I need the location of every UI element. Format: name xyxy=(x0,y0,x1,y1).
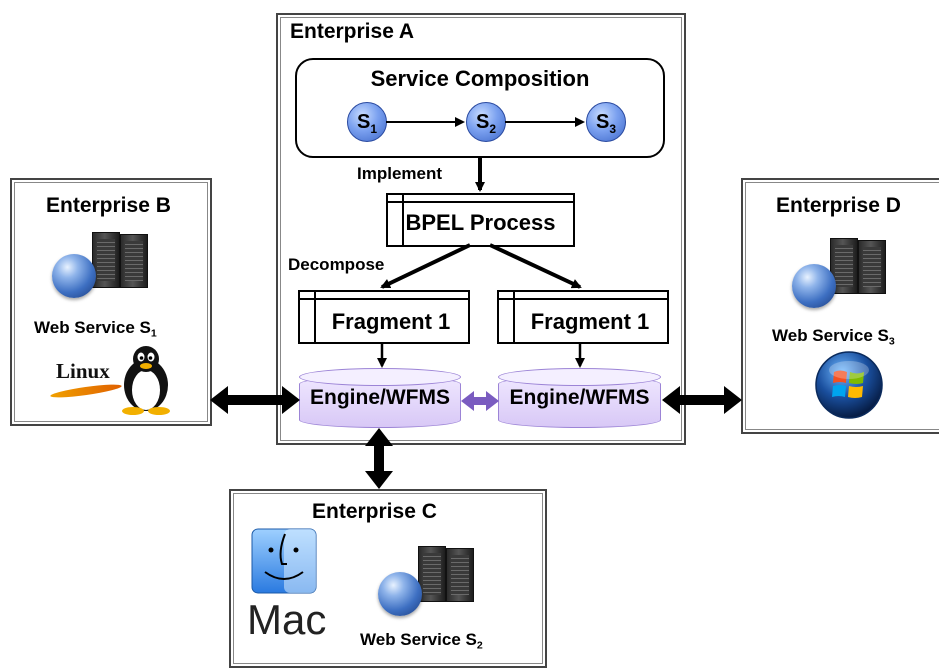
web-service-s1-label: Web Service S1 xyxy=(34,318,157,340)
engine-left: Engine/WFMS xyxy=(299,368,461,428)
bpel-top-line xyxy=(388,201,573,203)
tux-penguin-icon xyxy=(122,346,170,415)
decompose-label: Decompose xyxy=(288,255,385,274)
globe-icon xyxy=(52,254,96,298)
web-service-s2-sub: 2 xyxy=(476,639,483,652)
service-node-s3: S3 xyxy=(586,102,626,142)
implement-label: Implement xyxy=(357,164,443,183)
fragment-right-bar xyxy=(513,292,515,342)
web-service-s2-text: Web Service S xyxy=(360,630,477,649)
service-node-s2-sub: 2 xyxy=(489,122,497,136)
bpel-process-box: BPEL Process xyxy=(386,193,575,247)
server-rack-icon xyxy=(446,548,474,602)
engine-right: Engine/WFMS xyxy=(498,368,661,428)
a-to-d-double-arrow xyxy=(662,386,742,414)
web-service-s2-label: Web Service S2 xyxy=(360,630,483,652)
enterprise-d-title: Enterprise D xyxy=(776,194,901,217)
bpel-left-bar xyxy=(402,195,404,245)
windows-logo-icon xyxy=(815,351,883,419)
mac-text: Mac xyxy=(247,596,327,643)
server-rack-icon xyxy=(418,546,446,602)
engine-left-top xyxy=(299,368,461,386)
service-node-s3-sub: 3 xyxy=(609,122,617,136)
enterprise-b-title: Enterprise B xyxy=(46,194,171,217)
service-node-s1-sub: 1 xyxy=(370,122,378,136)
web-service-s3-sub: 3 xyxy=(888,335,895,348)
fragment-left-top-line xyxy=(300,298,468,300)
service-composition-title: Service Composition xyxy=(370,66,590,91)
enterprise-c-title: Enterprise C xyxy=(312,500,437,523)
b-to-a-double-arrow xyxy=(210,386,300,414)
web-service-s1-sub: 1 xyxy=(150,327,157,340)
decompose-arrow-right xyxy=(489,243,582,289)
service-node-s3-base: S xyxy=(595,111,610,133)
mac-finder-icon xyxy=(251,528,317,594)
globe-icon xyxy=(792,264,836,308)
engine-right-top xyxy=(498,368,661,386)
service-node-s2-base: S xyxy=(475,111,490,133)
decompose-arrow-left xyxy=(380,243,471,289)
a-to-c-double-arrow xyxy=(365,428,393,489)
globe-icon xyxy=(378,572,422,616)
web-service-s3-text: Web Service S xyxy=(772,326,889,345)
fragment-right-top-line xyxy=(499,298,667,300)
linux-logo: Linux xyxy=(49,345,180,415)
engine-right-label: Engine/WFMS xyxy=(509,386,650,409)
enterprise-a-title: Enterprise A xyxy=(290,20,415,43)
fragment-right-label: Fragment 1 xyxy=(530,309,650,334)
fragment-left-label: Fragment 1 xyxy=(331,309,451,334)
fragment-left-box: Fragment 1 xyxy=(298,290,470,344)
service-node-s1: S1 xyxy=(347,102,387,142)
server-rack-icon xyxy=(858,240,886,294)
engine-link-double-arrow xyxy=(461,391,499,411)
linux-text: Linux xyxy=(56,359,110,383)
server-rack-icon xyxy=(92,232,120,288)
server-rack-icon xyxy=(120,234,148,288)
fragment-left-bar xyxy=(314,292,316,342)
web-service-s1-text: Web Service S xyxy=(34,318,151,337)
service-node-s1-base: S xyxy=(356,111,371,133)
bpel-process-label: BPEL Process xyxy=(405,210,556,235)
web-service-s3-label: Web Service S3 xyxy=(772,326,895,348)
fragment-right-box: Fragment 1 xyxy=(497,290,669,344)
enterprise-d-box xyxy=(741,178,939,434)
engine-left-label: Engine/WFMS xyxy=(310,386,450,409)
